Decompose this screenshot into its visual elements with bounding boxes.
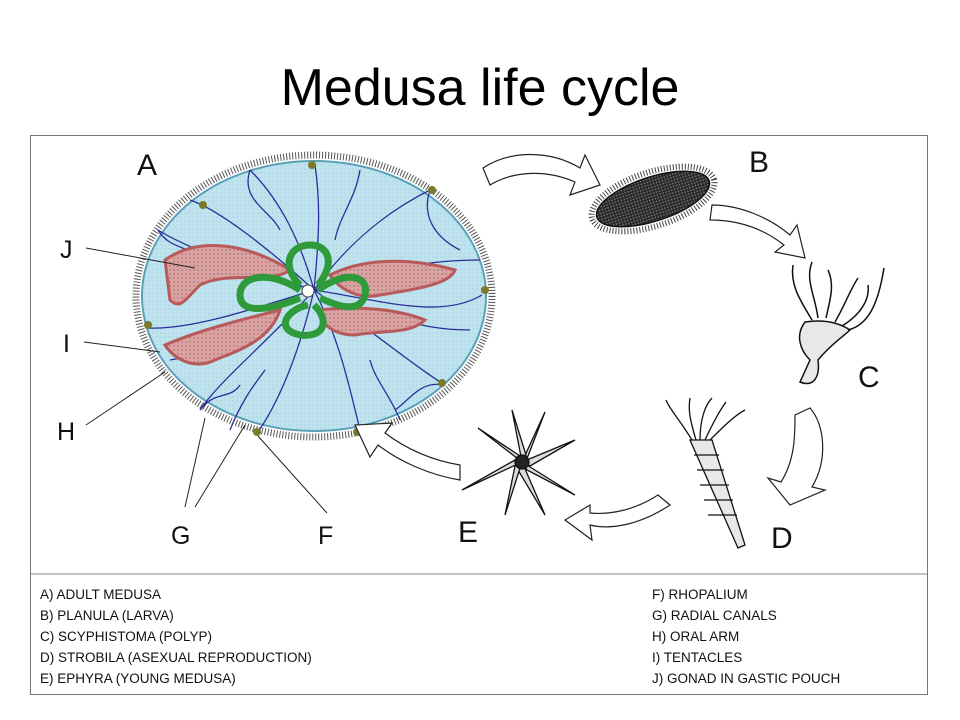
- strobila: [665, 397, 746, 549]
- legend-item: C) SCYPHISTOMA (POLYP): [40, 629, 212, 644]
- label-e: E: [458, 516, 478, 549]
- adult-medusa: [83, 151, 496, 514]
- legend-item: G) RADIAL CANALS: [652, 608, 777, 623]
- scyphistoma: [791, 261, 885, 385]
- page-title: Medusa life cycle: [280, 59, 680, 117]
- cycle-arrows: [354, 153, 827, 542]
- rhopalia: [144, 161, 489, 436]
- label-a: A: [137, 149, 157, 182]
- planula: [588, 163, 718, 235]
- arrow-a-to-b: [482, 153, 601, 196]
- label-i: I: [63, 330, 70, 358]
- legend-left: A) ADULT MEDUSA B) PLANULA (LARVA) C) SC…: [40, 587, 312, 686]
- arrow-c-to-d: [766, 407, 827, 506]
- legend-item: J) GONAD IN GASTIC POUCH: [652, 671, 840, 686]
- leader-lines: [83, 247, 328, 514]
- oral-arms: [236, 241, 370, 339]
- diagram-frame: [30, 135, 928, 695]
- legend-item: F) RHOPALIUM: [652, 587, 748, 602]
- label-h: H: [57, 418, 75, 446]
- label-g: G: [171, 522, 190, 550]
- ephyra: [461, 409, 576, 516]
- legend-item: H) ORAL ARM: [652, 629, 739, 644]
- tentacle-fringe: [132, 151, 496, 441]
- mouth: [301, 284, 315, 298]
- arrow-e-to-a: [354, 422, 461, 481]
- label-j: J: [60, 236, 73, 264]
- legend-item: E) EPHYRA (YOUNG MEDUSA): [40, 671, 236, 686]
- gonads: [162, 244, 457, 366]
- label-f: F: [318, 522, 333, 550]
- arrow-d-to-e: [563, 494, 672, 542]
- legend-right: F) RHOPALIUM G) RADIAL CANALS H) ORAL AR…: [652, 587, 840, 686]
- legend-item: D) STROBILA (ASEXUAL REPRODUCTION): [40, 650, 312, 665]
- bell: [141, 160, 487, 432]
- label-d: D: [771, 522, 793, 555]
- arrow-b-to-c: [709, 204, 806, 259]
- legend-item: A) ADULT MEDUSA: [40, 587, 161, 602]
- label-b: B: [749, 146, 769, 179]
- legend-item: B) PLANULA (LARVA): [40, 608, 174, 623]
- legend-item: I) TENTACLES: [652, 650, 742, 665]
- label-c: C: [858, 361, 880, 394]
